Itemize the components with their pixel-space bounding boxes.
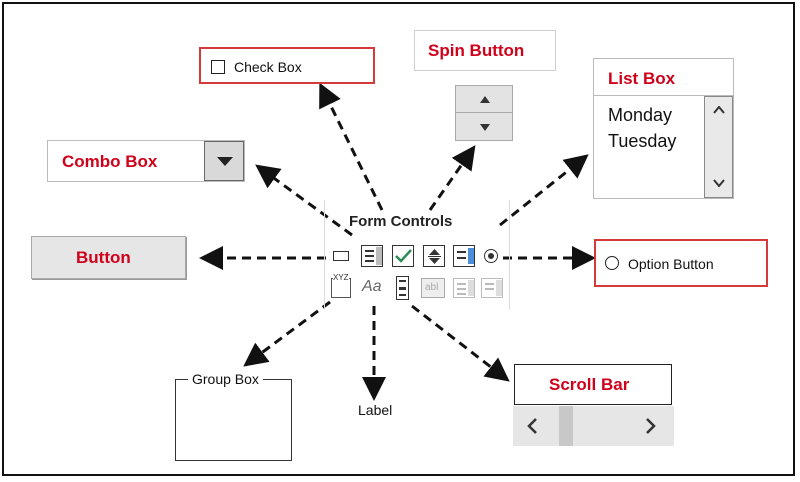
check-box-square-icon [211, 60, 225, 74]
arrow-spin-button [428, 145, 476, 211]
spin-up-icon [480, 96, 490, 103]
label-icon[interactable]: Aa [362, 278, 382, 295]
text-field-icon-text: abl [425, 282, 439, 293]
option-circle-icon [605, 256, 619, 270]
option-button-sample[interactable]: Option Button [594, 239, 768, 287]
palette-title: Form Controls [349, 213, 453, 230]
combo-dropdown-button[interactable] [204, 141, 244, 181]
button-icon[interactable] [332, 247, 350, 265]
spin-button-icon[interactable] [423, 245, 445, 267]
scroll-bar-icon[interactable] [396, 276, 409, 300]
combo-drop-icon [481, 278, 503, 298]
group-box-sample: Group Box [175, 371, 292, 461]
group-box-icon[interactable]: XYZ [331, 273, 351, 298]
list-box-sample[interactable]: List Box Monday Tuesday [593, 58, 734, 199]
arrow-combo-box [255, 164, 353, 237]
spin-button-title: Spin Button [428, 41, 525, 60]
option-button-label: Option Button [628, 256, 714, 272]
list-box-scrollbar[interactable] [704, 96, 733, 198]
label-sample: Label [358, 402, 393, 418]
scroll-bar-title: Scroll Bar [549, 375, 630, 394]
list-scroll-up-icon[interactable] [713, 106, 725, 114]
scroll-right-icon[interactable] [646, 418, 656, 434]
button-sample[interactable]: Button [31, 236, 186, 279]
spin-down-icon [480, 124, 490, 131]
check-box-label: Check Box [234, 59, 302, 75]
group-box-label: Group Box [188, 371, 263, 387]
list-item-tuesday[interactable]: Tuesday [608, 131, 677, 151]
combo-list-icon [453, 278, 475, 298]
check-box-icon[interactable] [392, 245, 414, 267]
arrow-check-box [319, 82, 384, 211]
scroll-left-icon[interactable] [527, 418, 537, 434]
spin-down-button[interactable] [456, 114, 512, 141]
combo-box-icon[interactable] [361, 245, 383, 267]
list-scroll-down-icon[interactable] [713, 179, 725, 187]
spin-button-sample[interactable] [455, 85, 513, 141]
form-controls-palette: Form Controls XYZ Aa abl [324, 200, 510, 310]
combo-box-sample[interactable]: Combo Box [47, 140, 245, 182]
scroll-bar-sample[interactable] [513, 406, 674, 446]
combo-box-title: Combo Box [62, 152, 158, 171]
button-title: Button [76, 248, 131, 267]
check-box-sample[interactable]: Check Box [199, 47, 375, 84]
scroll-thumb[interactable] [559, 406, 573, 446]
scroll-bar-title-box: Scroll Bar [514, 364, 672, 405]
spin-button-title-box: Spin Button [414, 30, 556, 71]
list-box-title: List Box [608, 69, 676, 88]
list-item-monday[interactable]: Monday [608, 105, 673, 125]
list-box-icon[interactable] [453, 245, 475, 267]
chevron-down-icon [217, 157, 233, 166]
arrow-group-box [243, 300, 331, 367]
option-button-icon[interactable] [484, 249, 498, 263]
arrow-list-box [499, 154, 589, 227]
arrow-scroll-bar [411, 304, 510, 382]
group-box-icon-text: XYZ [333, 273, 349, 282]
text-field-icon: abl [421, 278, 445, 298]
spin-up-button[interactable] [456, 86, 512, 113]
list-box-header: List Box [594, 59, 733, 96]
